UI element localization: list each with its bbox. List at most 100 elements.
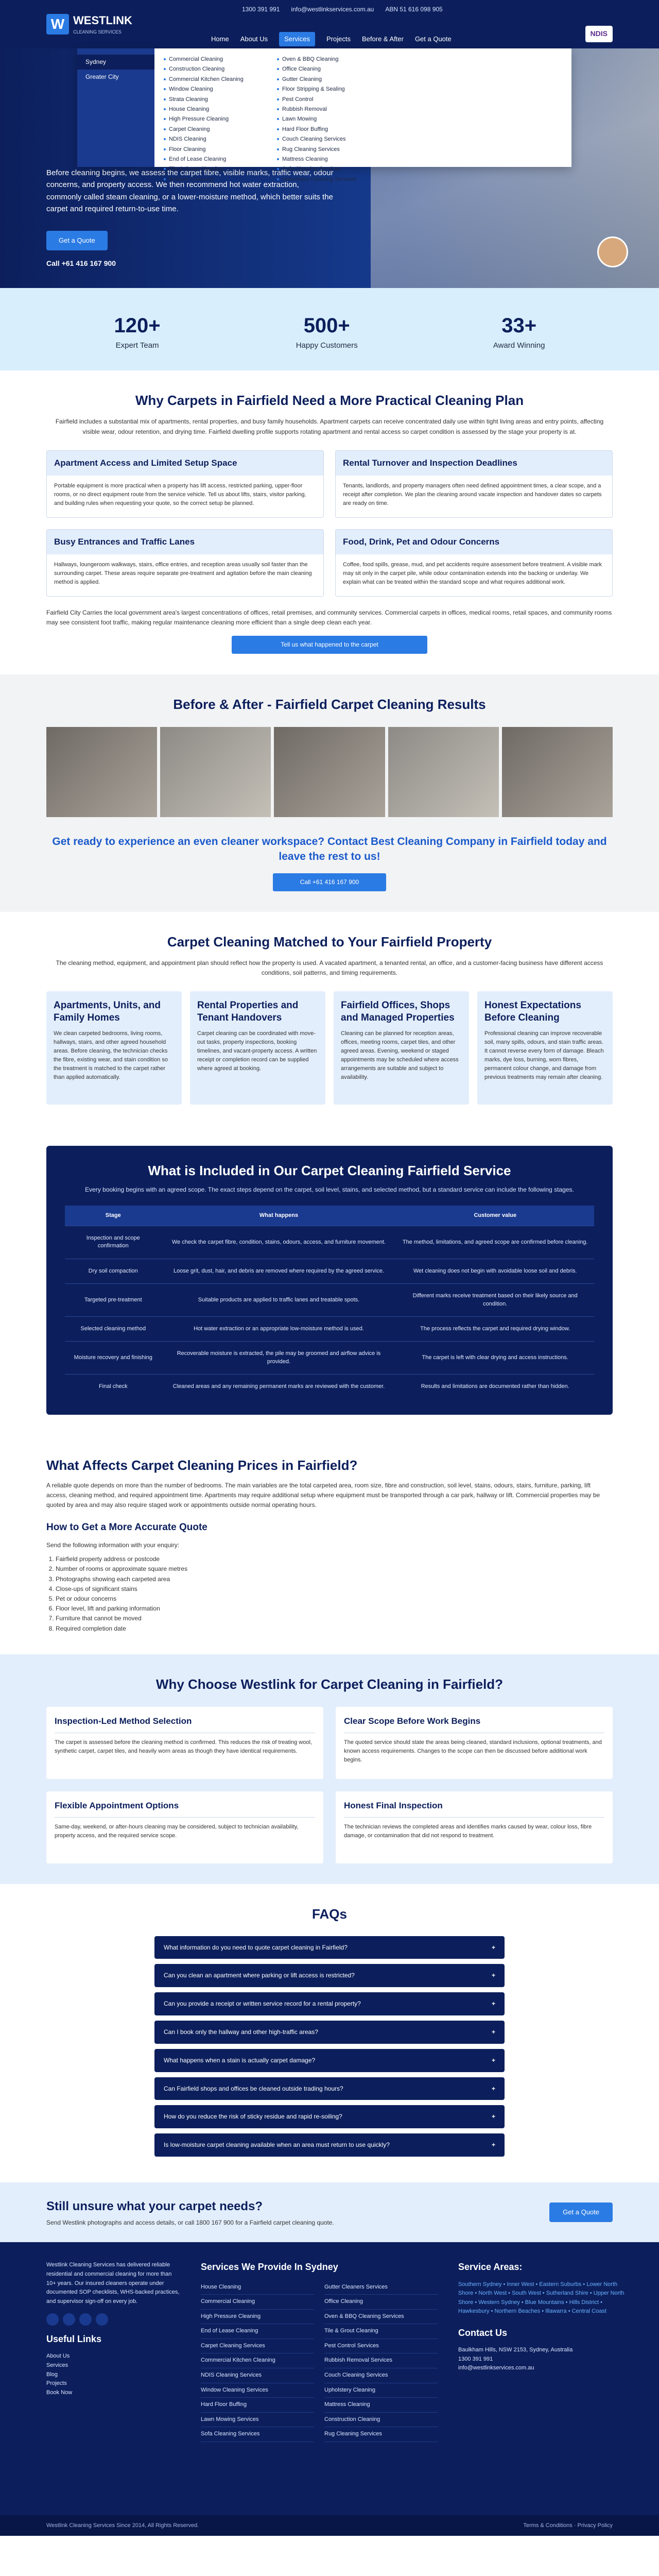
- footer-service-link[interactable]: Hard Floor Buffing: [201, 2398, 314, 2413]
- footer-service-link[interactable]: Commercial Cleaning: [201, 2295, 314, 2310]
- before-after-section: Before & After - Fairfield Carpet Cleani…: [0, 674, 659, 912]
- mega-menu-item[interactable]: Pest Control: [277, 95, 372, 105]
- faq-item[interactable]: Can you provide a receipt or written ser…: [154, 1992, 505, 2015]
- nav-about[interactable]: About Us: [240, 35, 268, 43]
- plus-icon: +: [491, 1943, 495, 1951]
- mega-menu-item[interactable]: NDIS Cleaning: [164, 134, 258, 144]
- legal-links[interactable]: Terms & Conditions · Privacy Policy: [523, 2522, 613, 2529]
- topbar-phone[interactable]: 1300 391 991: [242, 6, 280, 13]
- footer-service-link[interactable]: End of Lease Cleaning: [201, 2324, 314, 2339]
- mega-city-greater[interactable]: Greater City: [85, 73, 119, 80]
- call-button[interactable]: Call +61 416 167 900: [273, 873, 386, 891]
- mega-menu-item[interactable]: Gutter Cleaning: [277, 75, 372, 84]
- faq-item[interactable]: Can Fairfield shops and offices be clean…: [154, 2077, 505, 2100]
- unsure-quote-button[interactable]: Get a Quote: [549, 2202, 613, 2223]
- contact-email[interactable]: info@westlinkservices.com.au: [458, 2365, 534, 2371]
- mega-menu-item[interactable]: Floor Stripping & Sealing: [277, 84, 372, 94]
- nav-projects[interactable]: Projects: [326, 35, 351, 43]
- mega-menu-item[interactable]: End of Lease Cleaning: [164, 155, 258, 164]
- mega-menu-item[interactable]: Couch Cleaning Services: [277, 134, 372, 144]
- gallery-image[interactable]: [274, 727, 385, 818]
- faq-item[interactable]: Is low-moisture carpet cleaning availabl…: [154, 2133, 505, 2157]
- quote-list: Fairfield property address or postcodeNu…: [56, 1554, 613, 1634]
- facebook-icon[interactable]: [46, 2313, 59, 2326]
- youtube-icon[interactable]: [96, 2313, 108, 2326]
- mega-menu-item[interactable]: Window Cleaning: [164, 84, 258, 94]
- footer-link[interactable]: Book Now: [46, 2389, 73, 2396]
- mega-menu-item[interactable]: High Pressure Cleaning: [164, 114, 258, 124]
- list-item: Number of rooms or approximate square me…: [56, 1564, 613, 1574]
- footer-service-link[interactable]: Upholstery Cleaning: [324, 2383, 438, 2398]
- footer-link[interactable]: Projects: [46, 2380, 67, 2387]
- footer-service-link[interactable]: Sofa Cleaning Services: [201, 2427, 314, 2443]
- nav-services[interactable]: Services: [279, 32, 316, 47]
- mega-menu-item[interactable]: Floor Cleaning: [164, 145, 258, 155]
- mega-menu-item[interactable]: Hard Floor Buffing: [277, 125, 372, 134]
- mega-menu-item[interactable]: Tile & Grout Cleaning: [164, 164, 258, 174]
- faq-item[interactable]: How do you reduce the risk of sticky res…: [154, 2105, 505, 2129]
- chat-avatar-icon[interactable]: [597, 236, 628, 267]
- table-header: Customer value: [396, 1205, 594, 1226]
- gallery-image[interactable]: [160, 727, 271, 818]
- mega-menu-item[interactable]: Carpet Cleaning: [164, 125, 258, 134]
- footer-service-link[interactable]: Pest Control Services: [324, 2339, 438, 2354]
- footer-service-link[interactable]: Rubbish Removal Services: [324, 2353, 438, 2369]
- footer-service-link[interactable]: Tile & Grout Cleaning: [324, 2324, 438, 2339]
- mega-menu-item[interactable]: Strata Cleaning: [164, 95, 258, 105]
- hero-phone[interactable]: Call +61 416 167 900: [46, 259, 116, 267]
- gallery-image[interactable]: [46, 727, 158, 818]
- footer-service-link[interactable]: Mattress Cleaning: [324, 2398, 438, 2413]
- hero-quote-button[interactable]: Get a Quote: [46, 231, 108, 251]
- footer-link[interactable]: Blog: [46, 2371, 58, 2378]
- footer-service-link[interactable]: Oven & BBQ Cleaning Services: [324, 2310, 438, 2325]
- faq-item[interactable]: Can I book only the hallway and other hi…: [154, 2020, 505, 2044]
- gallery-image[interactable]: [388, 727, 499, 818]
- mega-menu-item[interactable]: Upholstery Cleaning Services: [277, 175, 372, 184]
- footer-service-link[interactable]: Couch Cleaning Services: [324, 2368, 438, 2383]
- gallery-image[interactable]: [501, 727, 613, 818]
- nav-home[interactable]: Home: [211, 35, 229, 43]
- footer-service-link[interactable]: High Pressure Cleaning: [201, 2310, 314, 2325]
- carpet-issue-button[interactable]: Tell us what happened to the carpet: [232, 636, 427, 654]
- mega-menu-item[interactable]: Builders Cleaning: [164, 175, 258, 184]
- linkedin-icon[interactable]: [79, 2313, 92, 2326]
- footer-link[interactable]: About Us: [46, 2353, 70, 2360]
- footer-service-link[interactable]: House Cleaning: [201, 2280, 314, 2295]
- footer-service-link[interactable]: Construction Cleaning: [324, 2413, 438, 2428]
- table-cell: Final check: [65, 1374, 162, 1399]
- mega-menu-item[interactable]: Lawn Mowing: [277, 114, 372, 124]
- footer-service-link[interactable]: Rug Cleaning Services: [324, 2427, 438, 2443]
- mega-menu-item[interactable]: Commercial Kitchen Cleaning: [164, 75, 258, 84]
- mega-menu-item[interactable]: Rug Cleaning Services: [277, 145, 372, 155]
- footer-service-link[interactable]: Carpet Cleaning Services: [201, 2339, 314, 2354]
- nav-get-quote[interactable]: Get a Quote: [414, 35, 452, 43]
- mega-menu-item[interactable]: Office Cleaning: [277, 64, 372, 74]
- footer-service-link[interactable]: NDIS Cleaning Services: [201, 2368, 314, 2383]
- mega-city-sydney[interactable]: Sydney: [77, 55, 154, 70]
- faq-item[interactable]: What information do you need to quote ca…: [154, 1936, 505, 1959]
- topbar-email[interactable]: info@westlinkservices.com.au: [291, 6, 374, 13]
- mega-menu-item[interactable]: House Cleaning: [164, 105, 258, 114]
- mega-menu-item[interactable]: Construction Cleaning: [164, 64, 258, 74]
- mega-menu-item[interactable]: Mattress Cleaning: [277, 155, 372, 164]
- mega-menu-item[interactable]: Sofa Cleaning Services: [277, 164, 372, 174]
- list-item: Required completion date: [56, 1624, 613, 1634]
- footer-service-link[interactable]: Office Cleaning: [324, 2295, 438, 2310]
- mega-menu-item[interactable]: Commercial Cleaning: [164, 55, 258, 64]
- mega-menu-item[interactable]: Rubbish Removal: [277, 105, 372, 114]
- instagram-icon[interactable]: [63, 2313, 75, 2326]
- footer-link[interactable]: Services: [46, 2362, 68, 2369]
- contact-phone[interactable]: 1300 391 991: [458, 2355, 493, 2362]
- footer-service-link[interactable]: Commercial Kitchen Cleaning: [201, 2353, 314, 2369]
- footer-service-link[interactable]: Lawn Mowing Services: [201, 2413, 314, 2428]
- footer-service-link[interactable]: Window Cleaning Services: [201, 2383, 314, 2398]
- mega-menu-item[interactable]: Oven & BBQ Cleaning: [277, 55, 372, 64]
- faq-item[interactable]: What happens when a stain is actually ca…: [154, 2048, 505, 2072]
- nav-before-after[interactable]: Before & After: [362, 35, 404, 43]
- faq-item[interactable]: Can you clean an apartment where parking…: [154, 1964, 505, 1988]
- service-areas[interactable]: Southern Sydney • Inner West • Eastern S…: [458, 2281, 625, 2315]
- footer-service-link[interactable]: Gutter Cleaners Services: [324, 2280, 438, 2295]
